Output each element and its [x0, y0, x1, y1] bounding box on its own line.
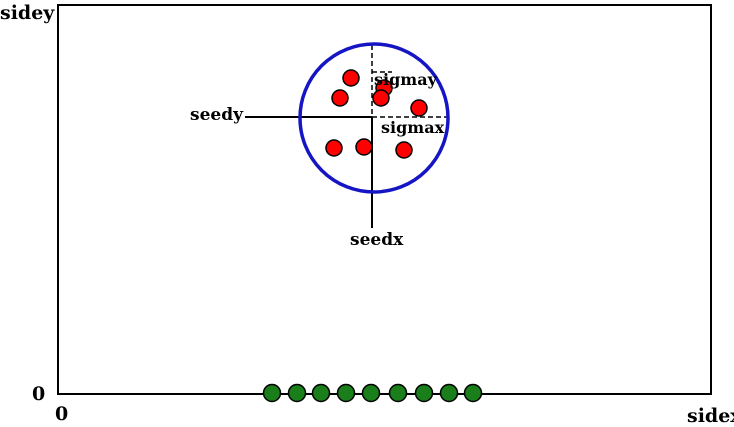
red-point: [325, 139, 343, 157]
green-points: [262, 383, 483, 403]
red-point: [372, 89, 390, 107]
red-point: [342, 69, 360, 87]
green-point: [439, 383, 459, 403]
seedx-label: seedx: [350, 230, 404, 250]
green-point: [414, 383, 434, 403]
green-point: [361, 383, 381, 403]
green-point: [311, 383, 331, 403]
sigmax-label: sigmax: [381, 118, 445, 137]
red-point: [410, 99, 428, 117]
green-point: [287, 383, 307, 403]
green-point: [463, 383, 483, 403]
field-boundary: [57, 4, 712, 395]
sigmay-label: sigmay: [374, 70, 437, 89]
seed-circle: [298, 42, 450, 194]
red-points: [325, 69, 428, 159]
green-point: [336, 383, 356, 403]
green-point: [262, 383, 282, 403]
y-origin-label: 0: [32, 383, 46, 405]
seedy-label: seedy: [190, 105, 243, 125]
x-origin-label: 0: [55, 403, 69, 425]
red-point: [395, 141, 413, 159]
green-point: [388, 383, 408, 403]
sidex-axis-label: sidex: [687, 405, 734, 427]
sidey-axis-label: sidey: [0, 2, 55, 24]
red-point: [331, 89, 349, 107]
red-point: [355, 138, 373, 156]
